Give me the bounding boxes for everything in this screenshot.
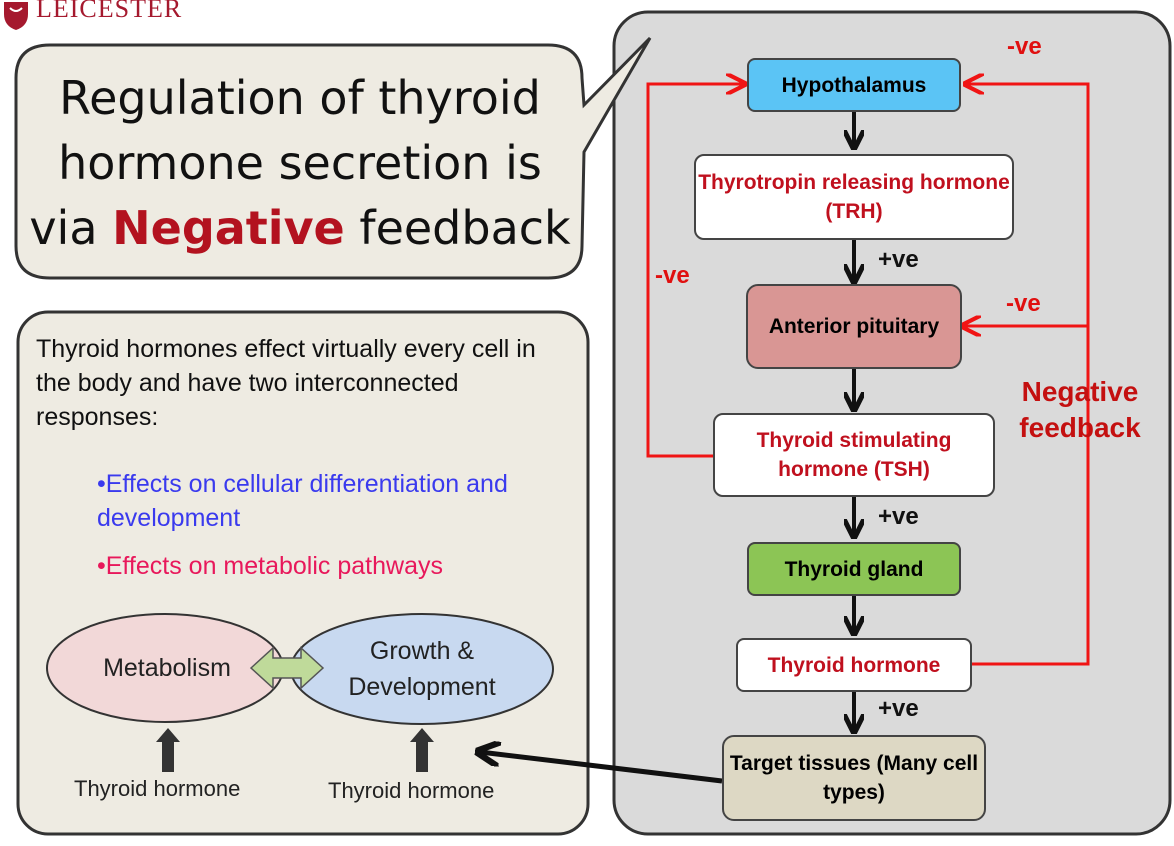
- target-to-growth-arrow: [480, 752, 723, 784]
- growth-label: Growth & Development: [348, 637, 496, 701]
- bullet-metabolic: •Effects on metabolic pathways: [97, 552, 443, 580]
- up-arrow-icon: [410, 728, 434, 772]
- title-speech-bubble: [14, 36, 652, 280]
- positive-label: +ve: [878, 246, 919, 273]
- negative-label: -ve: [1006, 290, 1041, 317]
- university-shield-icon: [4, 2, 28, 30]
- target-tissues-node: Target tissues (Many cell types): [722, 735, 986, 821]
- positive-label: +ve: [878, 695, 919, 722]
- thyroid-hormone-label-left: Thyroid hormone: [74, 776, 241, 801]
- hypothalamus-node: Hypothalamus: [747, 58, 961, 112]
- tsh-node: Thyroid stimulating hormone (TSH): [713, 413, 995, 497]
- anterior-pituitary-node: Anterior pituitary: [746, 284, 962, 369]
- negative-label: -ve: [655, 262, 690, 289]
- page-title: Regulation of thyroid hormone secretion …: [29, 71, 571, 255]
- thyroid-hormone-label-right: Thyroid hormone: [328, 778, 495, 803]
- thyroid-gland-node: Thyroid gland: [747, 542, 961, 596]
- university-logo-text: LEICESTER: [36, 0, 183, 23]
- positive-label: +ve: [878, 503, 919, 530]
- feedback-lines: [646, 84, 1090, 666]
- negative-feedback-label: Negative feedback: [1019, 376, 1141, 443]
- negative-label: -ve: [1007, 33, 1042, 60]
- trh-node: Thyrotropin releasing hormone (TRH): [694, 154, 1014, 240]
- up-arrow-icon: [156, 728, 180, 772]
- double-arrow-icon: [249, 646, 325, 690]
- thyroid-hormone-node: Thyroid hormone: [736, 638, 972, 692]
- info-description: Thyroid hormones effect virtually every …: [36, 335, 536, 431]
- bullet-differentiation: •Effects on cellular differentiation and…: [97, 470, 508, 532]
- negative-emphasis: Negative: [112, 201, 345, 255]
- metabolism-label: Metabolism: [103, 654, 231, 682]
